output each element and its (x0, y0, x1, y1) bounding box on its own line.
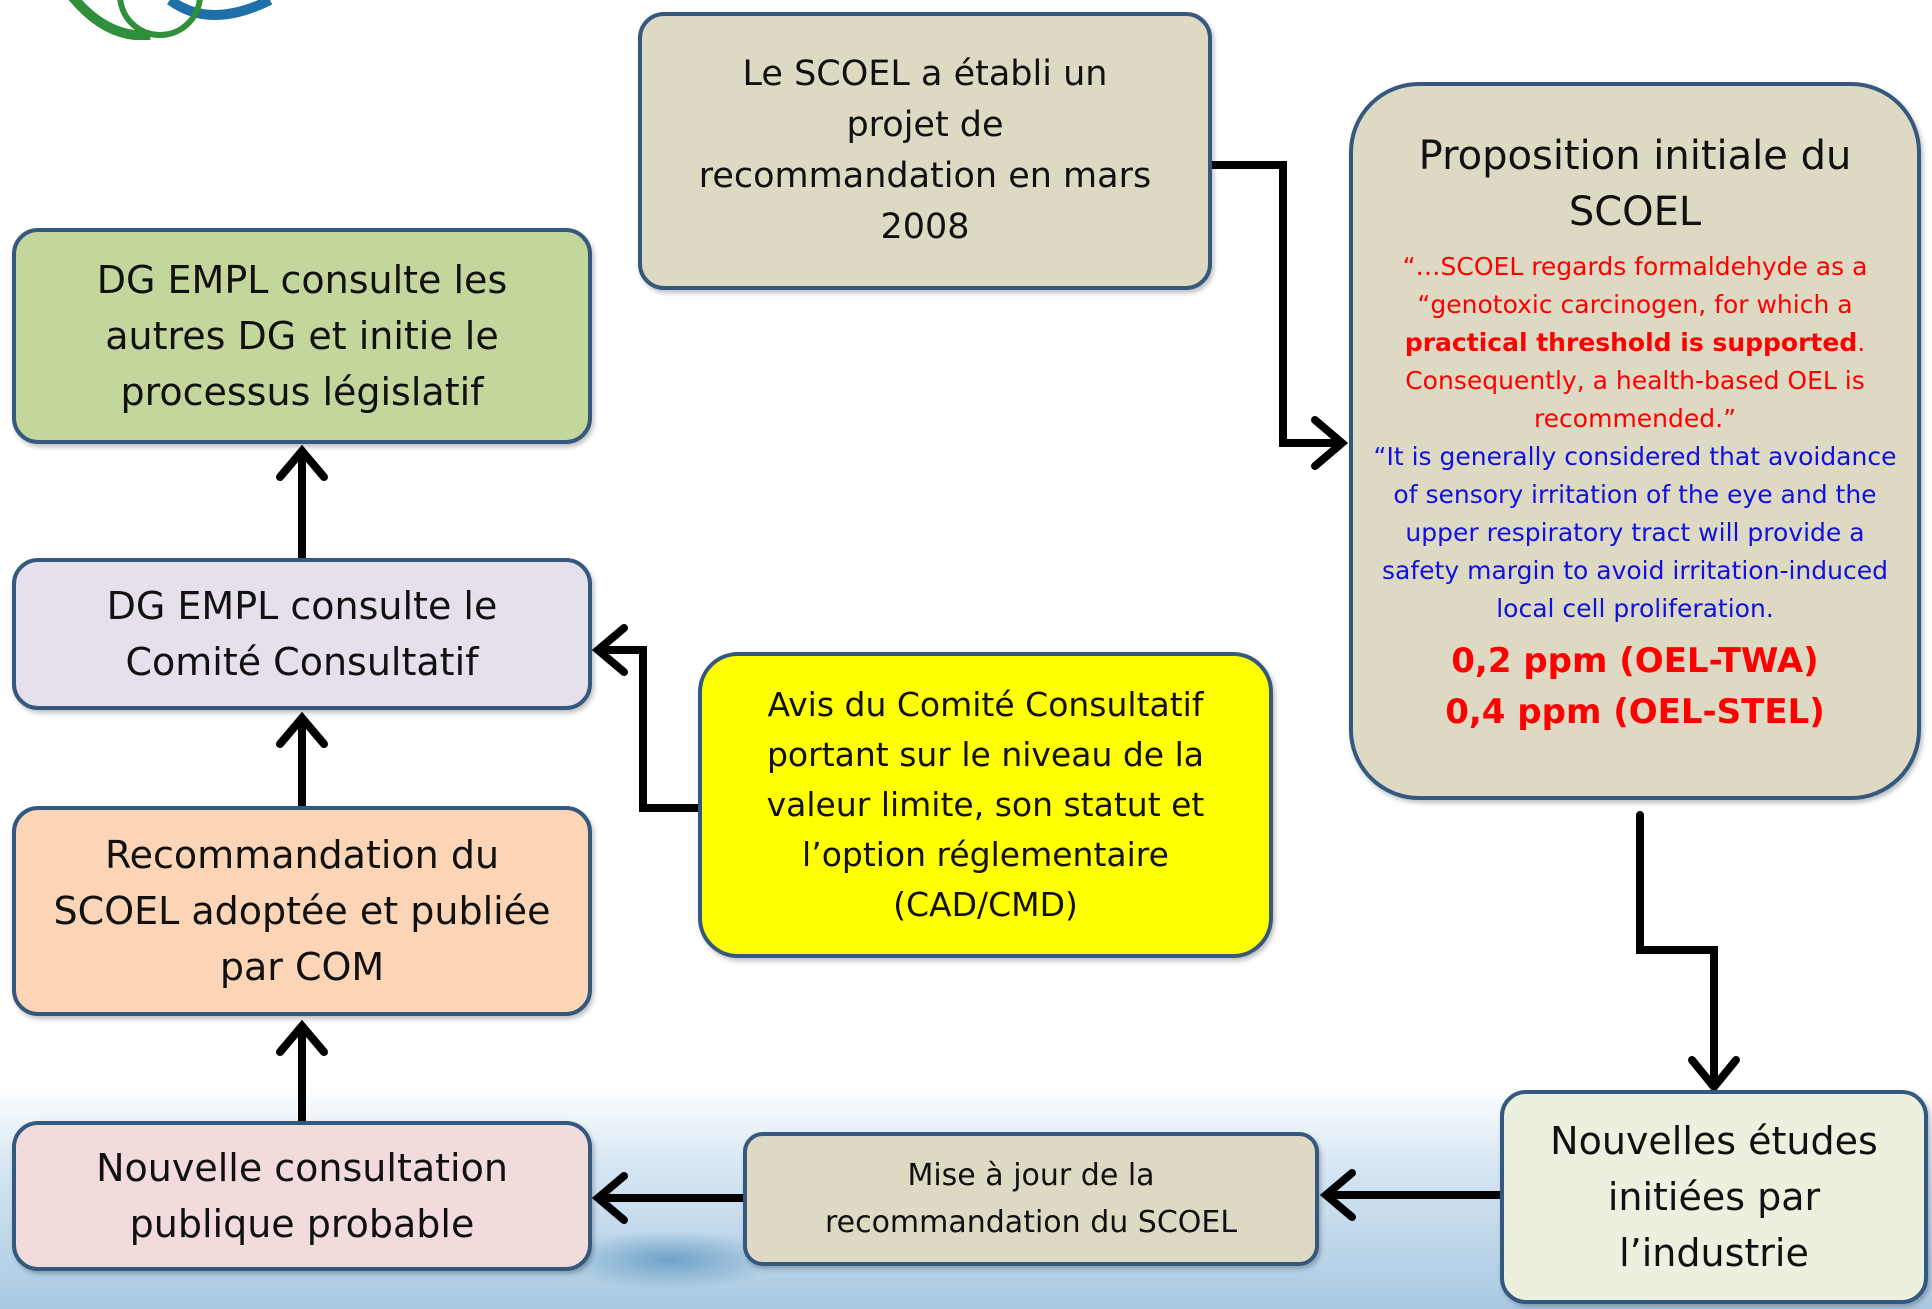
dg-consult-committee-box: DG EMPL consulte le Comité Consultatif (12, 558, 592, 710)
dg-consult-committee-text: DG EMPL consulte le Comité Consultatif (106, 584, 498, 684)
recommendation-update-text: Mise à jour de la recommandation du SCOE… (824, 1158, 1238, 1240)
arrow-proposal-to-etudes (1636, 811, 1718, 1089)
committee-opinion-box: Avis du Comité Consultatif portant sur l… (698, 652, 1273, 958)
public-consultation-box: Nouvelle consultation publique probable (12, 1121, 592, 1271)
recommendation-adopted-box: Recommandation du SCOEL adoptée et publi… (12, 806, 592, 1016)
public-consultation-text: Nouvelle consultation publique probable (96, 1146, 508, 1246)
oel-twa-value: 0,2 ppm (OEL-TWA) (1451, 641, 1819, 681)
proposal-quote-irritation: “It is generally considered that avoidan… (1373, 442, 1897, 623)
recommendation-adopted-text: Recommandation du SCOEL adoptée et publi… (53, 833, 551, 989)
recommendation-update-box: Mise à jour de la recommandation du SCOE… (743, 1132, 1319, 1266)
initial-proposal-box: Proposition initiale du SCOEL “…SCOEL re… (1349, 82, 1921, 800)
industry-studies-box: Nouvelles études initiées par l’industri… (1500, 1090, 1928, 1304)
proposal-quote-carcinogen: “…SCOEL regards formaldehyde as a “genot… (1402, 252, 1868, 433)
draft-recommendation-box: Le SCOEL a établi un projet de recommand… (638, 12, 1212, 290)
draft-recommendation-text: Le SCOEL a établi un projet de recommand… (698, 54, 1152, 247)
logo (68, 0, 273, 40)
industry-studies-text: Nouvelles études initiées par l’industri… (1550, 1119, 1878, 1275)
arrow-draft-to-proposal (1208, 161, 1344, 447)
oel-stel-value: 0,4 ppm (OEL-STEL) (1445, 692, 1825, 732)
arrow-avis-to-comite (596, 646, 702, 812)
dg-consult-other-dg-box: DG EMPL consulte les autres DG et initie… (12, 228, 592, 444)
committee-opinion-text: Avis du Comité Consultatif portant sur l… (766, 685, 1205, 924)
practical-threshold-text: practical threshold is supported (1404, 328, 1858, 357)
dg-consult-other-dg-text: DG EMPL consulte les autres DG et initie… (96, 258, 508, 414)
initial-proposal-title: Proposition initiale du SCOEL (1418, 133, 1852, 235)
